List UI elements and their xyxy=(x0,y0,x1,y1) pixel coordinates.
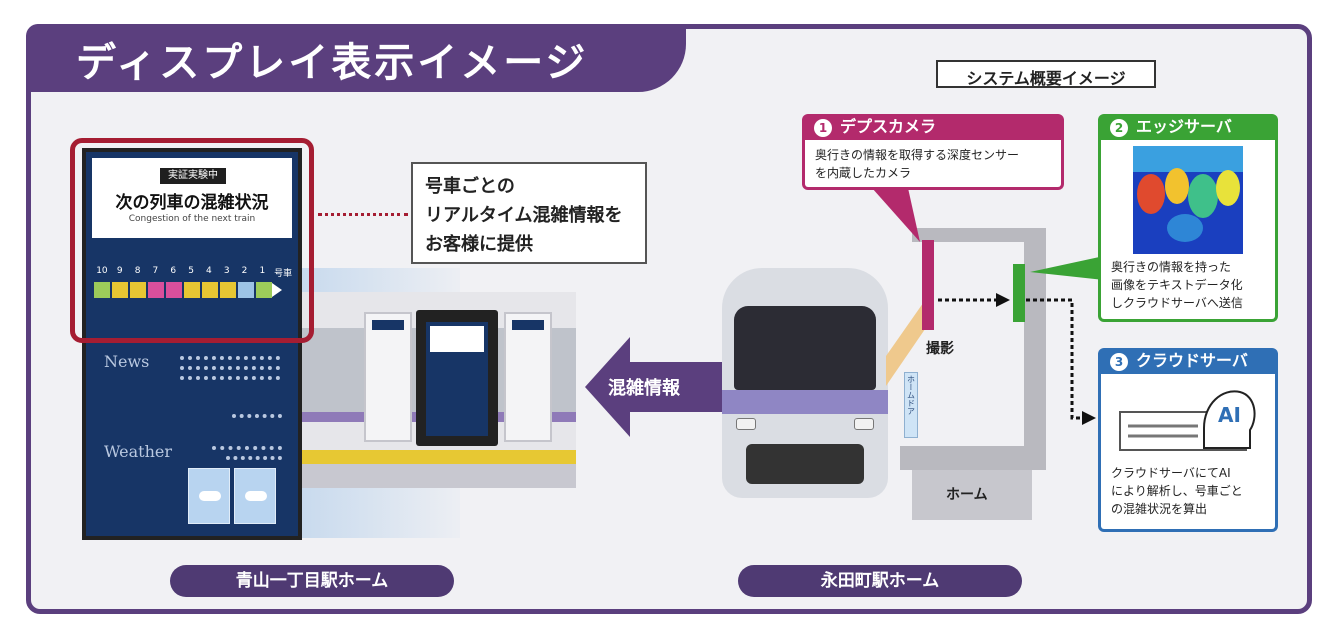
edge-server-panel: 奥行きの情報を持った 画像をテキストデータ化 しクラウドサーバへ送信 xyxy=(1098,140,1278,322)
highlight-frame xyxy=(70,138,314,343)
step-number: 2 xyxy=(1110,119,1128,137)
cloud-server-desc-line: クラウドサーバにてAI xyxy=(1111,464,1265,482)
headlight xyxy=(736,418,756,430)
depth-camera-pointer xyxy=(872,188,932,242)
step-number: 3 xyxy=(1110,353,1128,371)
edge-server-header: 2 エッジサーバ xyxy=(1098,114,1278,140)
depth-camera-desc-line: 奥行きの情報を取得する深度センサー xyxy=(815,146,1051,164)
platform-display-screen xyxy=(426,322,488,436)
train-coupler xyxy=(746,444,864,484)
depth-image xyxy=(1133,146,1243,254)
depth-camera-unit xyxy=(922,240,934,330)
train-window xyxy=(734,306,876,390)
news-text-line xyxy=(180,356,280,360)
callout-line-1: 号車ごとの xyxy=(425,172,633,201)
callout-line-2: リアルタイム混雑情報を xyxy=(425,201,633,230)
news-text-line xyxy=(180,366,280,370)
weather-text-line xyxy=(212,446,282,450)
news-text-line xyxy=(232,414,282,418)
edge-server-desc-line: 画像をテキストデータ化 xyxy=(1111,276,1265,294)
train xyxy=(722,268,888,508)
system-overview-label: システム概要イメージ xyxy=(936,60,1156,88)
platform-door-left xyxy=(364,312,412,442)
platform-door-right xyxy=(504,312,552,442)
edge-server-pointer xyxy=(1024,250,1104,290)
cloud-server-header: 3 クラウドサーバ xyxy=(1098,348,1278,374)
right-station-label: 永田町駅ホーム xyxy=(738,565,1022,597)
news-text-line xyxy=(180,376,280,380)
cloud-icon xyxy=(245,491,267,501)
platform-structure xyxy=(900,446,1046,470)
platform-display-pole xyxy=(416,310,498,446)
news-label: News xyxy=(104,352,149,371)
cloud-server-desc-line: の混雑状況を算出 xyxy=(1111,500,1265,518)
depth-camera-desc-line: を内蔵したカメラ xyxy=(815,164,1051,182)
platform-label: ホーム xyxy=(946,484,988,504)
step-number: 1 xyxy=(814,119,832,137)
train-stripe xyxy=(722,390,888,414)
edge-server-desc-line: 奥行きの情報を持った xyxy=(1111,258,1265,276)
left-station-label: 青山一丁目駅ホーム xyxy=(170,565,454,597)
depth-camera-description: 奥行きの情報を取得する深度センサー を内蔵したカメラ xyxy=(802,140,1064,190)
data-path xyxy=(934,288,1104,428)
callout-connector xyxy=(318,213,408,216)
ai-analysis-icon: AI xyxy=(1118,382,1260,456)
weather-card xyxy=(188,468,230,524)
weather-label: Weather xyxy=(104,442,172,461)
weather-card xyxy=(234,468,276,524)
cloud-server-desc-line: により解析し、号車ごと xyxy=(1111,482,1265,500)
depth-camera-title: デプスカメラ xyxy=(840,117,936,136)
ai-label: AI xyxy=(1218,403,1241,427)
edge-server-desc-line: しクラウドサーバへ送信 xyxy=(1111,294,1265,312)
congestion-info-label: 混雑情報 xyxy=(608,374,680,400)
edge-server-title: エッジサーバ xyxy=(1136,117,1232,136)
cloud-server-title: クラウドサーバ xyxy=(1136,351,1248,370)
headlight xyxy=(854,418,874,430)
callout-line-3: お客様に提供 xyxy=(425,230,633,259)
feature-callout: 号車ごとの リアルタイム混雑情報を お客様に提供 xyxy=(411,162,647,264)
weather-text-line xyxy=(226,456,282,460)
cloud-icon xyxy=(199,491,221,501)
page-title: ディスプレイ表示イメージ xyxy=(76,30,588,88)
tactile-paving xyxy=(300,450,576,464)
depth-camera-header: 1 デプスカメラ xyxy=(802,114,1064,140)
